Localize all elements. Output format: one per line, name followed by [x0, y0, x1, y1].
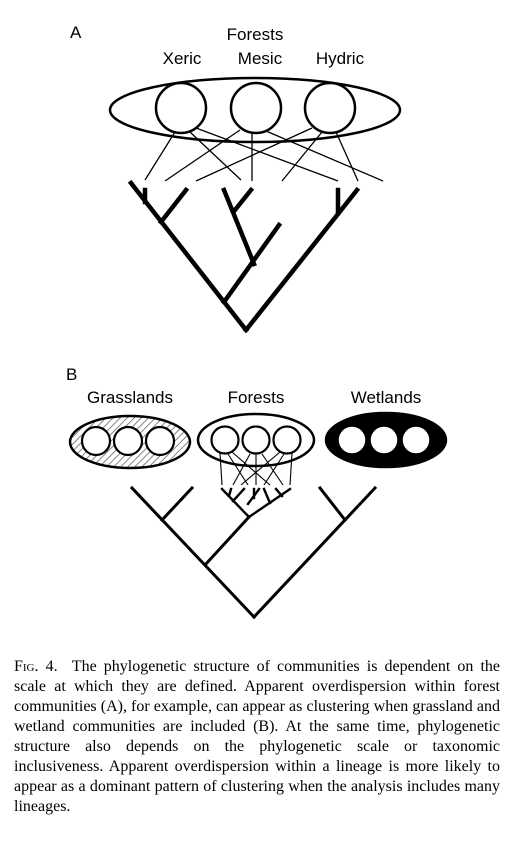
habitat-label-hydric: Hydric — [316, 49, 365, 68]
panel-b-connectors — [219, 451, 293, 486]
panel-a: A Forests Xeric Mesic Hydric — [70, 23, 402, 334]
panel-a-title: Forests — [227, 25, 284, 44]
wetland-circle — [337, 425, 367, 455]
forest-community-ellipse — [108, 76, 402, 144]
figure: A Forests Xeric Mesic Hydric — [66, 23, 448, 620]
grassland-circle — [112, 425, 144, 457]
community-circle-hydric — [303, 81, 357, 135]
group-label-wetlands: Wetlands — [351, 388, 422, 407]
grassland-circle — [80, 425, 112, 457]
community-circle-xeric — [154, 81, 208, 135]
grassland-circle — [144, 425, 176, 457]
figure-caption: Fig. 4. The phylogenetic structure of co… — [14, 657, 500, 817]
habitat-label-xeric: Xeric — [163, 49, 202, 68]
forest-circle — [210, 425, 240, 455]
panel-b-phylogeny — [129, 485, 378, 620]
forest-circle — [272, 425, 302, 455]
wetland-circle — [401, 425, 431, 455]
panel-a-label: A — [70, 23, 82, 42]
panel-b: B Grasslands Forests Wetlands — [66, 365, 448, 620]
group-label-forests: Forests — [228, 388, 285, 407]
forest-subtree — [220, 487, 292, 519]
group-label-grasslands: Grasslands — [87, 388, 173, 407]
community-circle-mesic — [229, 81, 283, 135]
caption-text: The phylogenetic structure of communitie… — [14, 658, 500, 815]
panel-a-connectors — [144, 127, 384, 182]
panel-a-phylogeny — [127, 179, 361, 334]
forest-circle — [241, 425, 271, 455]
panel-b-label: B — [66, 365, 77, 384]
habitat-label-mesic: Mesic — [238, 49, 283, 68]
wetland-circle — [369, 425, 399, 455]
figure-number: Fig. 4. — [14, 658, 58, 675]
